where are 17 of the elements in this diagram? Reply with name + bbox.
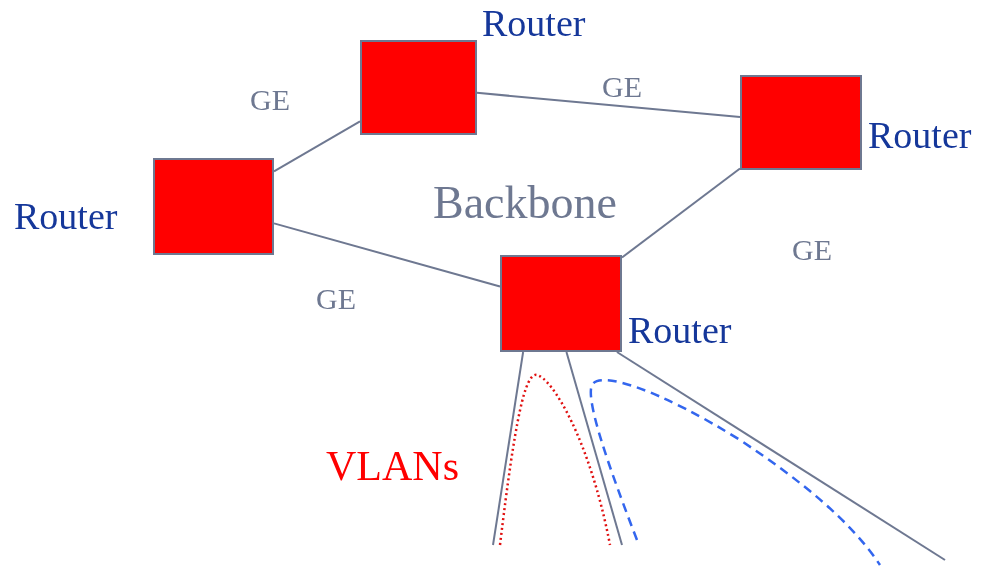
router-box <box>500 255 622 352</box>
router-box <box>153 158 274 255</box>
network-label: Backbone <box>433 180 617 226</box>
link-line <box>273 120 361 173</box>
link-line <box>492 351 525 546</box>
link-line <box>273 222 501 288</box>
link-line <box>565 351 623 546</box>
link-line <box>615 351 946 561</box>
link-line <box>476 91 741 118</box>
router-label: Router <box>868 116 972 154</box>
router-label: Router <box>628 311 732 349</box>
router-box <box>360 40 477 135</box>
router-label: Router <box>482 4 586 42</box>
router-label: Router <box>14 197 118 235</box>
group-label: VLANs <box>326 445 459 487</box>
link-line <box>621 167 741 259</box>
router-box <box>740 75 862 170</box>
